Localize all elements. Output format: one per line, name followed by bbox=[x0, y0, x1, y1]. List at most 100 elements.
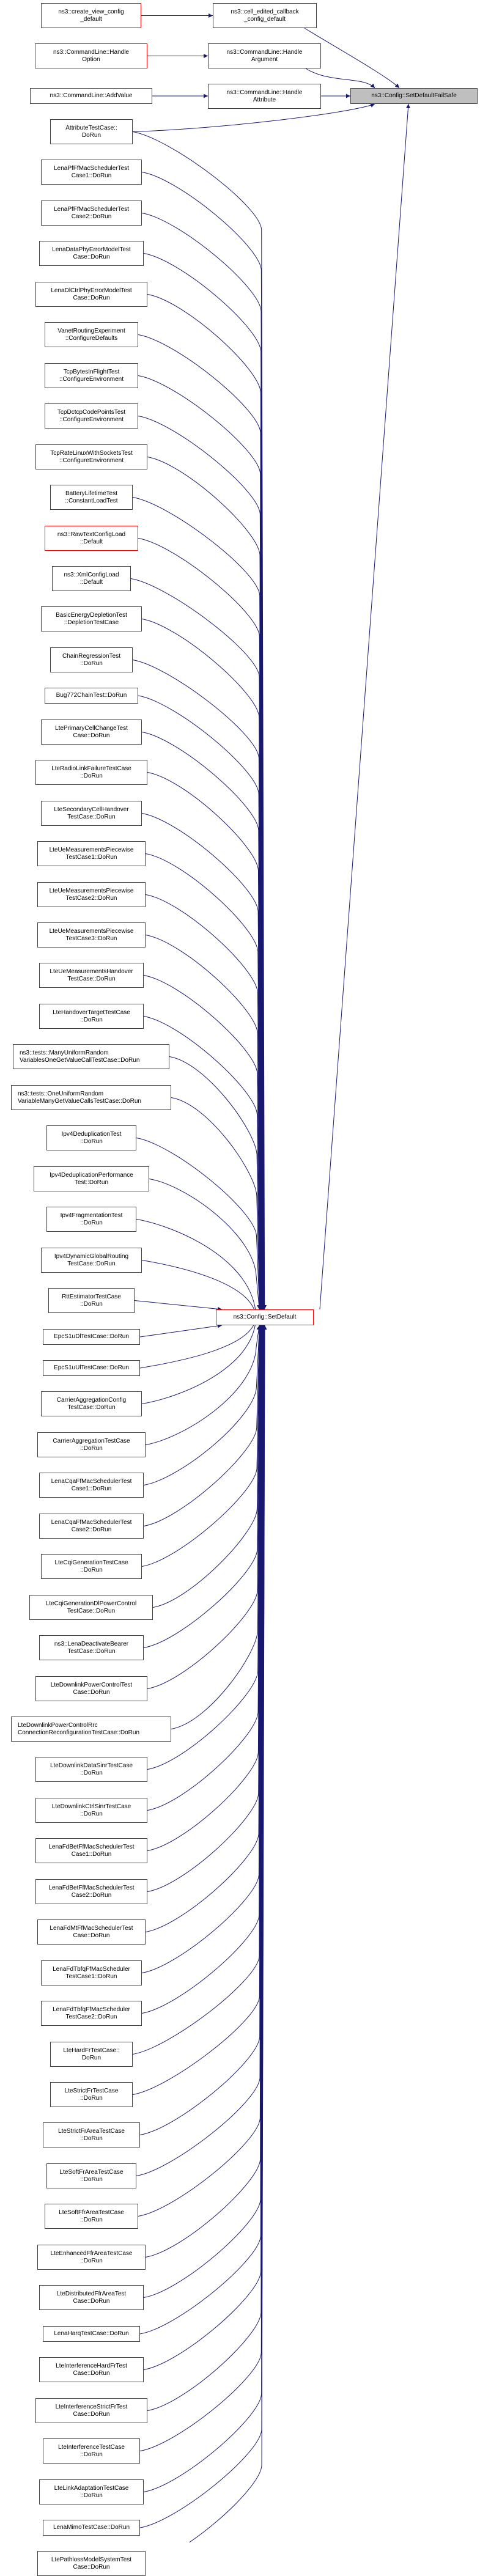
node-label: LteLinkAdaptationTestCase ::DoRun bbox=[54, 2484, 129, 2499]
caller-node[interactable]: LteInterferenceHardFrTest Case::DoRun bbox=[39, 2357, 144, 2382]
node-commandline-handle-argument[interactable]: ns3::CommandLine::Handle Argument bbox=[208, 43, 321, 68]
caller-node[interactable]: Ipv4FragmentationTest ::DoRun bbox=[46, 1207, 136, 1232]
caller-node[interactable]: ns3::XmlConfigLoad ::Default bbox=[52, 566, 131, 591]
edge-caller bbox=[136, 1219, 260, 1317]
caller-node[interactable]: LenaFdBetFfMacSchedulerTest Case2::DoRun bbox=[35, 1879, 147, 1904]
caller-node[interactable]: LteDistributedFfrAreaTest Case::DoRun bbox=[39, 2285, 144, 2310]
node-label: LteStrictFrAreaTestCase ::DoRun bbox=[58, 2127, 125, 2142]
node-label: EpcS1uDlTestCase::DoRun bbox=[54, 1333, 129, 1340]
caller-node[interactable]: Bug772ChainTest::DoRun bbox=[45, 688, 138, 704]
caller-node[interactable]: Ipv4DeduplicationPerformance Test::DoRun bbox=[34, 1166, 149, 1191]
caller-node[interactable]: LenaPfFfMacSchedulerTest Case1::DoRun bbox=[41, 160, 142, 185]
node-label: LteHardFrTestCase:: DoRun bbox=[63, 2047, 120, 2061]
caller-node[interactable]: LteCqiGenerationTestCase ::DoRun bbox=[41, 1554, 142, 1579]
edge-caller bbox=[141, 619, 265, 1310]
caller-node[interactable]: ns3::tests::ManyUniformRandom VariablesO… bbox=[13, 1044, 169, 1069]
node-label: ns3::tests::ManyUniformRandom VariablesO… bbox=[20, 1049, 140, 1064]
node-label: CarrierAggregationTestCase ::DoRun bbox=[53, 1437, 130, 1452]
caller-node[interactable]: LteUeMeasurementsPiecewise TestCase2::Do… bbox=[37, 882, 146, 907]
node-commandline-add-value[interactable]: ns3::CommandLine::AddValue bbox=[30, 88, 152, 104]
node-label: LteUeMeasurementsPiecewise TestCase2::Do… bbox=[49, 887, 134, 902]
caller-node[interactable]: CarrierAggregationConfig TestCase::DoRun bbox=[41, 1391, 142, 1416]
node-setdefault[interactable]: ns3::Config::SetDefault bbox=[216, 1309, 314, 1325]
caller-node[interactable]: TcpRateLinuxWithSocketsTest ::ConfigureE… bbox=[35, 444, 147, 469]
edge-caller bbox=[132, 660, 264, 1310]
caller-node[interactable]: LteLinkAdaptationTestCase ::DoRun bbox=[39, 2479, 144, 2504]
caller-node[interactable]: Ipv4DynamicGlobalRouting TestCase::DoRun bbox=[41, 1248, 142, 1273]
caller-node[interactable]: VanetRoutingExperiment ::ConfigureDefaul… bbox=[45, 322, 138, 347]
caller-node[interactable]: LtePathlossModelSystemTest Case::DoRun bbox=[37, 2551, 146, 2576]
caller-node[interactable]: LenaHarqTestCase::DoRun bbox=[43, 2326, 140, 2342]
caller-node[interactable]: AttributeTestCase:: DoRun bbox=[50, 119, 133, 144]
caller-node[interactable]: LteStrictFrTestCase ::DoRun bbox=[50, 2082, 133, 2107]
caller-node[interactable]: EpcS1uDlTestCase::DoRun bbox=[43, 1329, 140, 1345]
caller-node[interactable]: Ipv4DeduplicationTest ::DoRun bbox=[46, 1125, 136, 1150]
caller-node[interactable]: LteDownlinkDataSinrTestCase ::DoRun bbox=[35, 1757, 147, 1782]
caller-node[interactable]: ns3::LenaDeactivateBearer TestCase::DoRu… bbox=[39, 1635, 144, 1660]
caller-node[interactable]: EpcS1uUlTestCase::DoRun bbox=[43, 1360, 140, 1376]
edge-caller bbox=[149, 1179, 261, 1310]
node-cell-edited-callback-config-default[interactable]: ns3::cell_edited_callback _config_defaul… bbox=[213, 3, 317, 28]
edge-caller bbox=[141, 813, 264, 1310]
node-label: LteUeMeasurementsHandover TestCase::DoRu… bbox=[50, 968, 133, 982]
edge-caller bbox=[147, 1325, 264, 1811]
node-label: LteRadioLinkFailureTestCase ::DoRun bbox=[51, 765, 131, 779]
caller-node[interactable]: LenaMimoTestCase::DoRun bbox=[43, 2520, 140, 2536]
caller-node[interactable]: ns3::tests::OneUniformRandom VariableMan… bbox=[11, 1085, 171, 1110]
caller-node[interactable]: LteDownlinkPowerControlTest Case::DoRun bbox=[35, 1676, 147, 1701]
caller-node[interactable]: BasicEnergyDepletionTest ::DepletionTest… bbox=[41, 606, 142, 631]
caller-node[interactable]: LteRadioLinkFailureTestCase ::DoRun bbox=[35, 760, 147, 785]
caller-node[interactable]: LteUeMeasurementsPiecewise TestCase1::Do… bbox=[37, 841, 146, 866]
edge-caller bbox=[147, 1325, 264, 1851]
edge-caller bbox=[141, 1325, 264, 1973]
node-commandline-handle-option[interactable]: ns3::CommandLine::Handle Option bbox=[35, 43, 147, 68]
edge-caller bbox=[139, 1325, 265, 2135]
caller-node[interactable]: LteHandoverTargetTestCase ::DoRun bbox=[39, 1004, 144, 1029]
caller-node[interactable]: ChainRegressionTest ::DoRun bbox=[50, 647, 133, 672]
caller-node[interactable]: LteDownlinkCtrlSinrTestCase ::DoRun bbox=[35, 1798, 147, 1823]
caller-node[interactable]: LteInterferenceTestCase ::DoRun bbox=[43, 2438, 140, 2464]
caller-node[interactable]: TcpDctcpCodePointsTest ::ConfigureEnviro… bbox=[45, 403, 138, 429]
caller-node[interactable]: LteHardFrTestCase:: DoRun bbox=[50, 2042, 133, 2067]
caller-node[interactable]: LteSoftFrAreaTestCase ::DoRun bbox=[46, 2163, 136, 2188]
caller-node[interactable]: LteStrictFrAreaTestCase ::DoRun bbox=[43, 2122, 140, 2147]
node-commandline-handle-attribute[interactable]: ns3::CommandLine::Handle Attribute bbox=[208, 84, 321, 109]
caller-node[interactable]: LenaFdMtFfMacSchedulerTest Case::DoRun bbox=[37, 1919, 146, 1945]
edge-caller bbox=[145, 894, 263, 1310]
caller-node[interactable]: LteDownlinkPowerControlRrc ConnectionRec… bbox=[11, 1717, 171, 1742]
node-label: LenaDlCtrlPhyErrorModelTest Case::DoRun bbox=[51, 287, 132, 301]
node-label: ns3::CommandLine::Handle Argument bbox=[226, 48, 303, 63]
caller-node[interactable]: LenaCqaFfMacSchedulerTest Case2::DoRun bbox=[39, 1514, 144, 1539]
caller-node[interactable]: LenaFdBetFfMacSchedulerTest Case1::DoRun bbox=[35, 1838, 147, 1863]
caller-node[interactable]: ns3::RawTextConfigLoad ::Default bbox=[45, 526, 138, 551]
caller-node[interactable]: LteUeMeasurementsPiecewise TestCase3::Do… bbox=[37, 922, 146, 948]
caller-node[interactable]: LenaFdTbfqFfMacScheduler TestCase2::DoRu… bbox=[41, 2001, 142, 2026]
node-label: BatteryLifetimeTest ::ConstantLoadTest bbox=[65, 490, 118, 504]
caller-node[interactable]: LenaPfFfMacSchedulerTest Case2::DoRun bbox=[41, 201, 142, 226]
caller-node[interactable]: LtePrimaryCellChangeTest Case::DoRun bbox=[41, 719, 142, 745]
caller-node[interactable]: LenaDataPhyErrorModelTest Case::DoRun bbox=[39, 241, 144, 266]
caller-node[interactable]: LteCqiGenerationDlPowerControl TestCase:… bbox=[29, 1595, 153, 1620]
node-create-view-config-default[interactable]: ns3::create_view_config _default bbox=[41, 3, 141, 28]
edge-caller bbox=[143, 1016, 262, 1310]
focus-node-setdefaultfailsafe: ns3::Config::SetDefaultFailSafe bbox=[350, 88, 478, 104]
edge-caller bbox=[145, 1325, 261, 1445]
caller-node[interactable]: LenaDlCtrlPhyErrorModelTest Case::DoRun bbox=[35, 282, 147, 307]
edge-caller bbox=[138, 695, 264, 1310]
edge-caller bbox=[169, 1056, 262, 1310]
caller-node[interactable]: LteInterferenceStrictFrTest Case::DoRun bbox=[35, 2398, 147, 2423]
edge-caller bbox=[143, 975, 263, 1310]
caller-node[interactable]: LteUeMeasurementsHandover TestCase::DoRu… bbox=[39, 963, 144, 988]
caller-node[interactable]: LenaFdTbfqFfMacScheduler TestCase1::DoRu… bbox=[41, 1960, 142, 1985]
caller-node[interactable]: LteSoftFfrAreaTestCase ::DoRun bbox=[45, 2204, 138, 2229]
caller-node[interactable]: CarrierAggregationTestCase ::DoRun bbox=[37, 1432, 146, 1457]
edge-caller bbox=[143, 1325, 263, 1648]
caller-node[interactable]: BatteryLifetimeTest ::ConstantLoadTest bbox=[50, 485, 133, 510]
edge-caller bbox=[147, 1325, 264, 1892]
caller-node[interactable]: LteSecondaryCellHandover TestCase::DoRun bbox=[41, 801, 142, 826]
caller-node[interactable]: LteEnhancedFfrAreaTestCase ::DoRun bbox=[37, 2245, 146, 2270]
caller-node[interactable]: TcpBytesInFlightTest ::ConfigureEnvironm… bbox=[45, 363, 138, 388]
caller-node[interactable]: LenaCqaFfMacSchedulerTest Case1::DoRun bbox=[39, 1473, 144, 1498]
caller-node[interactable]: RttEstimatorTestCase ::DoRun bbox=[48, 1288, 135, 1313]
